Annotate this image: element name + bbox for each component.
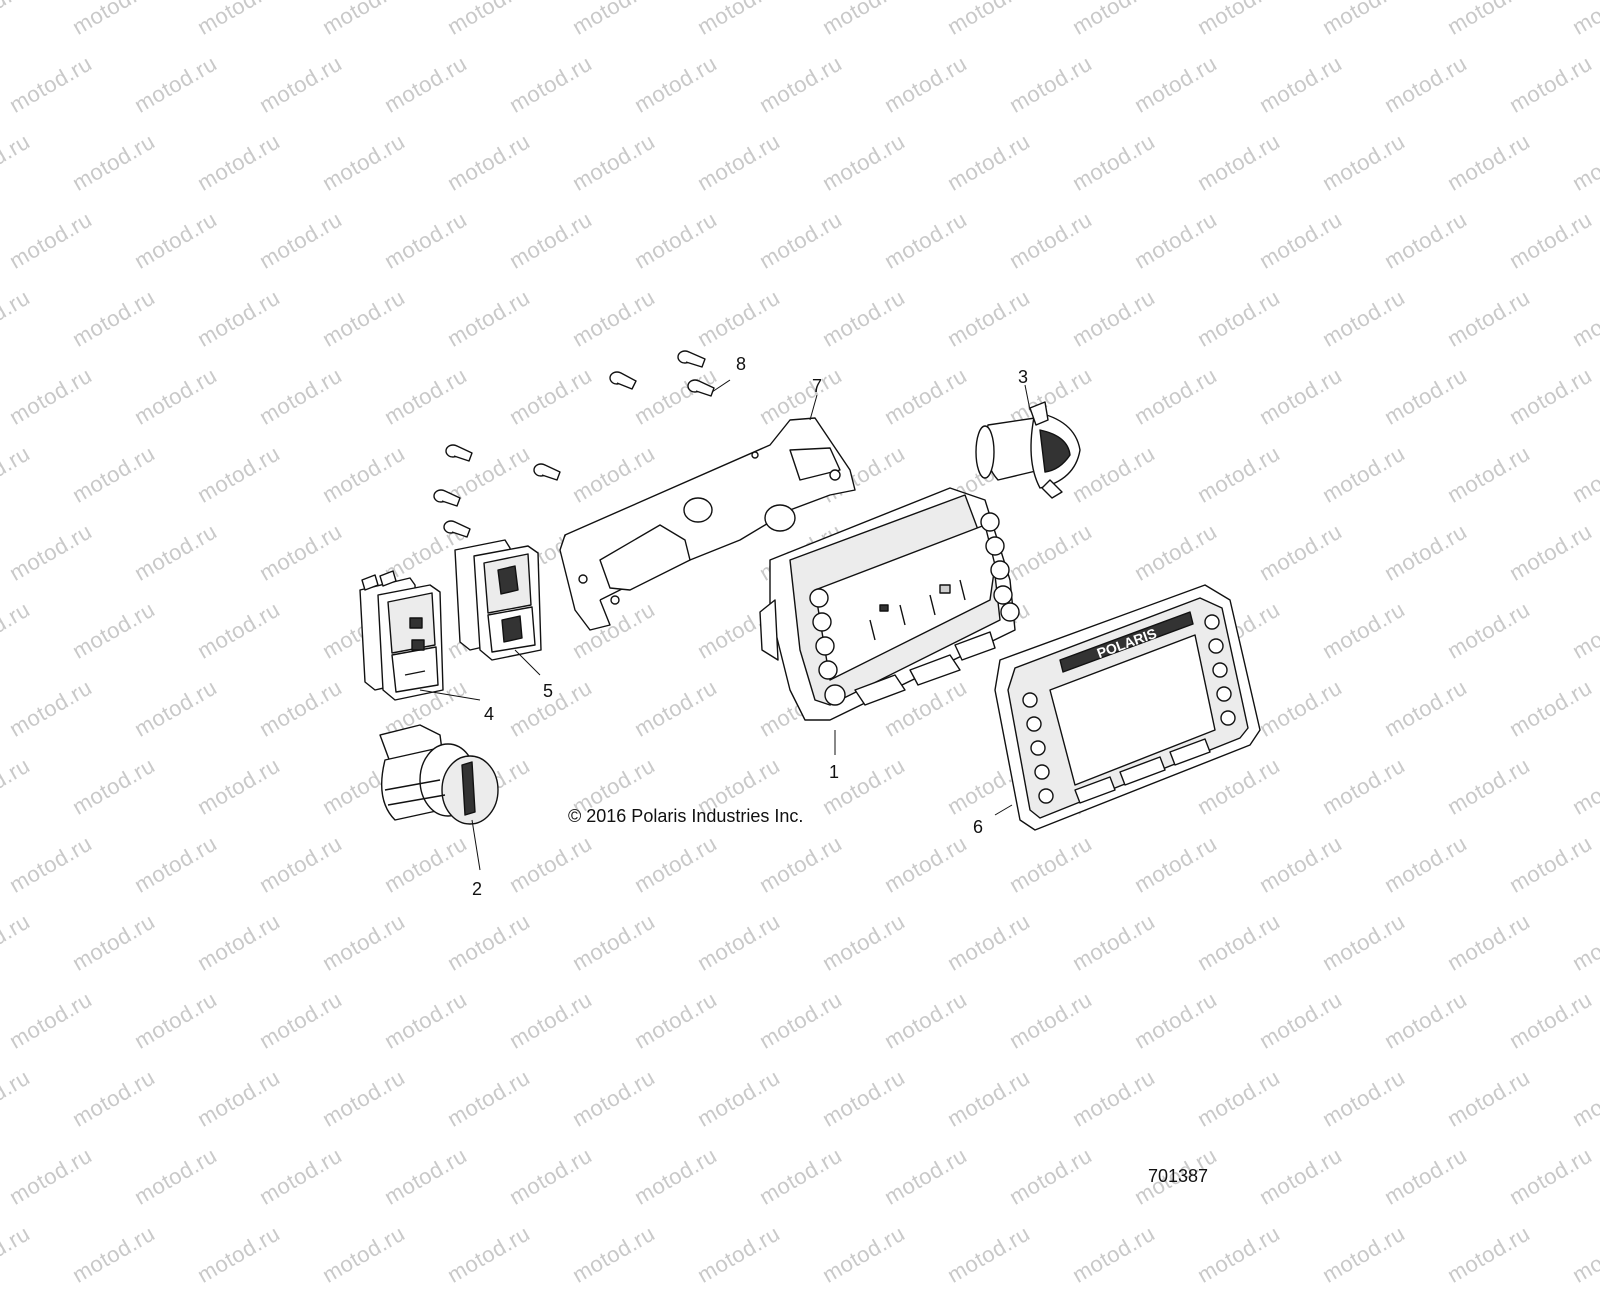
- watermark-text: motod.ru: [693, 1221, 785, 1289]
- leader-3: [1025, 385, 1030, 410]
- part-1-instrument-cluster: [760, 488, 1019, 720]
- watermark-text: motod.ru: [818, 1221, 910, 1289]
- screw: [688, 380, 714, 396]
- leader-5: [515, 650, 540, 675]
- callout-6: 6: [973, 817, 983, 837]
- callout-3: 3: [1018, 367, 1028, 387]
- parts-diagram: POLARIS: [0, 0, 1600, 1200]
- part-3-power-outlet: [976, 402, 1080, 498]
- watermark-text: motod.ru: [68, 1221, 160, 1289]
- screw: [610, 372, 636, 389]
- copyright-text: © 2016 Polaris Industries Inc.: [568, 806, 803, 826]
- reference-number: 701387: [1148, 1166, 1208, 1186]
- callout-4: 4: [484, 704, 494, 724]
- watermark-text: motod.ru: [1443, 1221, 1535, 1289]
- part-4-rocker-switch-lights: [360, 571, 443, 700]
- leader-4: [420, 690, 480, 700]
- leader-2: [472, 820, 480, 870]
- watermark-text: motod.ru: [0, 1221, 34, 1289]
- watermark-text: motod.ru: [568, 1221, 660, 1289]
- callout-2: 2: [472, 879, 482, 899]
- leader-7: [810, 395, 817, 420]
- leader-8: [712, 380, 730, 392]
- watermark-text: motod.ru: [443, 1221, 535, 1289]
- part-6-bezel: POLARIS: [995, 585, 1260, 830]
- part-5-rocker-switch-drive: [455, 540, 541, 660]
- callout-7: 7: [812, 376, 822, 396]
- watermark-text: motod.ru: [943, 1221, 1035, 1289]
- screw: [678, 351, 705, 367]
- screw: [446, 445, 472, 461]
- part-2-ignition-switch: [380, 725, 498, 824]
- watermark-text: motod.ru: [1318, 1221, 1410, 1289]
- leader-6: [995, 805, 1012, 815]
- screw: [434, 490, 460, 506]
- callout-1: 1: [829, 762, 839, 782]
- watermark-text: motod.ru: [193, 1221, 285, 1289]
- watermark-text: motod.ru: [318, 1221, 410, 1289]
- callout-5: 5: [543, 681, 553, 701]
- watermark-text: motod.ru: [1193, 1221, 1285, 1289]
- screw: [534, 464, 560, 480]
- watermark-text: motod.ru: [1068, 1221, 1160, 1289]
- callout-8: 8: [736, 354, 746, 374]
- watermark-text: motod.ru: [1568, 1221, 1600, 1289]
- screw: [444, 521, 470, 537]
